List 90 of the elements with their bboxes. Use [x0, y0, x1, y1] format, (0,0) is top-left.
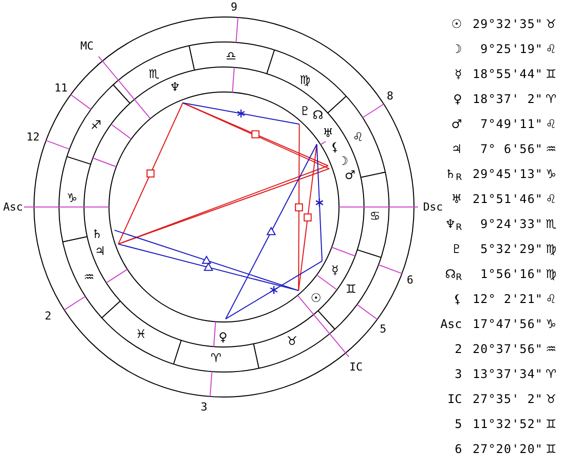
degree-value: 18°37' 2": [472, 92, 543, 104]
zodiac-sign: ♌: [546, 42, 556, 54]
planet-symbol: ☉: [310, 292, 322, 304]
planet-symbol: ☊: [312, 109, 324, 121]
zodiac-sign: ♈: [546, 92, 556, 104]
planet-symbol: ♅: [451, 192, 462, 204]
house-number: 12: [26, 132, 40, 142]
zodiac-sign: ♊: [546, 442, 556, 454]
zodiac-sign: ♍: [300, 74, 310, 86]
house-number: 11: [54, 82, 68, 94]
degree-value: 29°32'35": [472, 18, 543, 30]
angle-label: IC: [349, 362, 363, 372]
zodiac-sign: ♏: [546, 218, 556, 230]
house-label: IC: [448, 392, 462, 404]
planet-symbol: ♆: [170, 81, 180, 93]
degree-value: 7° 6'56": [480, 142, 543, 154]
zodiac-sign: ♉: [546, 18, 556, 30]
zodiac-sign: ♉: [546, 392, 556, 404]
zodiac-sign: ♍: [546, 268, 556, 280]
house-label: Asc: [440, 318, 462, 330]
degree-value: 7°49'11": [480, 118, 543, 130]
degree-value: 13°37'34": [472, 368, 543, 380]
house-number: 9: [230, 2, 238, 12]
zodiac-sign: ♈: [546, 368, 556, 380]
planet-symbol: ♀: [218, 331, 228, 343]
house-number: 5: [380, 324, 386, 334]
degree-value: 12° 2'21": [472, 292, 543, 304]
planet-symbol: ♄: [92, 228, 102, 240]
zodiac-sign: ♎: [226, 50, 236, 62]
planet-symbol: ♆$_{R}$: [444, 218, 462, 230]
degree-value: 18°55'44": [472, 68, 543, 80]
zodiac-sign: ♍: [546, 242, 556, 254]
planet-symbol: ♂: [344, 169, 356, 181]
house-number: 3: [200, 402, 208, 412]
planet-symbol: ⚸: [453, 292, 462, 304]
house-label: 2: [454, 342, 462, 354]
planet-symbol: ⚸: [330, 141, 340, 153]
degree-value: 11°32'52": [472, 418, 543, 430]
planet-symbol: ☊$_{R}$: [445, 268, 462, 280]
zodiac-sign: ♑: [66, 192, 78, 204]
degree-value: 17°47'56": [472, 318, 543, 330]
zodiac-sign: ♑: [546, 168, 556, 180]
degree-value: 27°35' 2": [472, 392, 543, 404]
planet-symbol: ☿: [331, 264, 339, 276]
zodiac-sign: ♈: [210, 352, 222, 364]
planet-symbol: ♃: [94, 245, 106, 257]
angle-label: Asc: [3, 202, 23, 212]
zodiac-sign: ♒: [546, 142, 556, 154]
degree-value: 21°51'46": [472, 192, 543, 204]
planet-symbol: ♃: [451, 142, 462, 154]
zodiac-sign: ♌: [546, 192, 556, 204]
degree-value: 20°37'56": [472, 342, 543, 354]
angle-label: Dsc: [423, 202, 443, 212]
planet-symbol: ♅: [322, 127, 334, 139]
degree-value: 29°45'13": [472, 168, 543, 180]
degree-value: 9°25'19": [480, 42, 543, 54]
angle-label: MC: [80, 40, 94, 52]
house-number: 8: [386, 90, 394, 102]
degree-value: 5°32'29": [480, 242, 543, 254]
zodiac-sign: ♒: [546, 342, 556, 354]
planet-symbol: ♀: [453, 92, 462, 104]
zodiac-sign: ♌: [546, 118, 556, 130]
zodiac-sign: ♓: [136, 328, 146, 340]
zodiac-sign: ♉: [286, 335, 298, 347]
house-label: 3: [454, 368, 462, 380]
zodiac-sign: ♒: [84, 271, 94, 283]
house-label: 5: [454, 418, 462, 430]
planet-symbol: ♇: [300, 105, 310, 117]
zodiac-sign: ♏: [148, 68, 160, 80]
planet-symbol: ☽: [338, 155, 348, 167]
zodiac-sign: ♊: [546, 68, 556, 80]
house-label: 6: [454, 442, 462, 454]
zodiac-sign: ♊: [546, 418, 556, 430]
planet-symbol: ☽: [451, 42, 462, 54]
zodiac-sign: ♌: [546, 292, 556, 304]
zodiac-sign: ♑: [546, 318, 556, 330]
planet-symbol: ♇: [451, 242, 462, 254]
planet-symbol: ☿: [454, 68, 462, 80]
zodiac-sign: ♐: [90, 119, 102, 131]
zodiac-sign: ♌: [352, 131, 364, 143]
planet-symbol: ♄$_{R}$: [444, 168, 462, 180]
zodiac-sign: ♋: [370, 210, 380, 222]
zodiac-sign: ♊: [346, 283, 356, 295]
degree-value: 1°56'16": [480, 268, 543, 280]
house-number: 2: [44, 310, 52, 322]
house-number: 6: [406, 274, 414, 286]
degree-value: 9°24'33": [480, 218, 543, 230]
planet-symbol: ♂: [451, 118, 462, 130]
planet-symbol: ☉: [451, 18, 462, 30]
degree-value: 27°20'20": [472, 442, 543, 454]
